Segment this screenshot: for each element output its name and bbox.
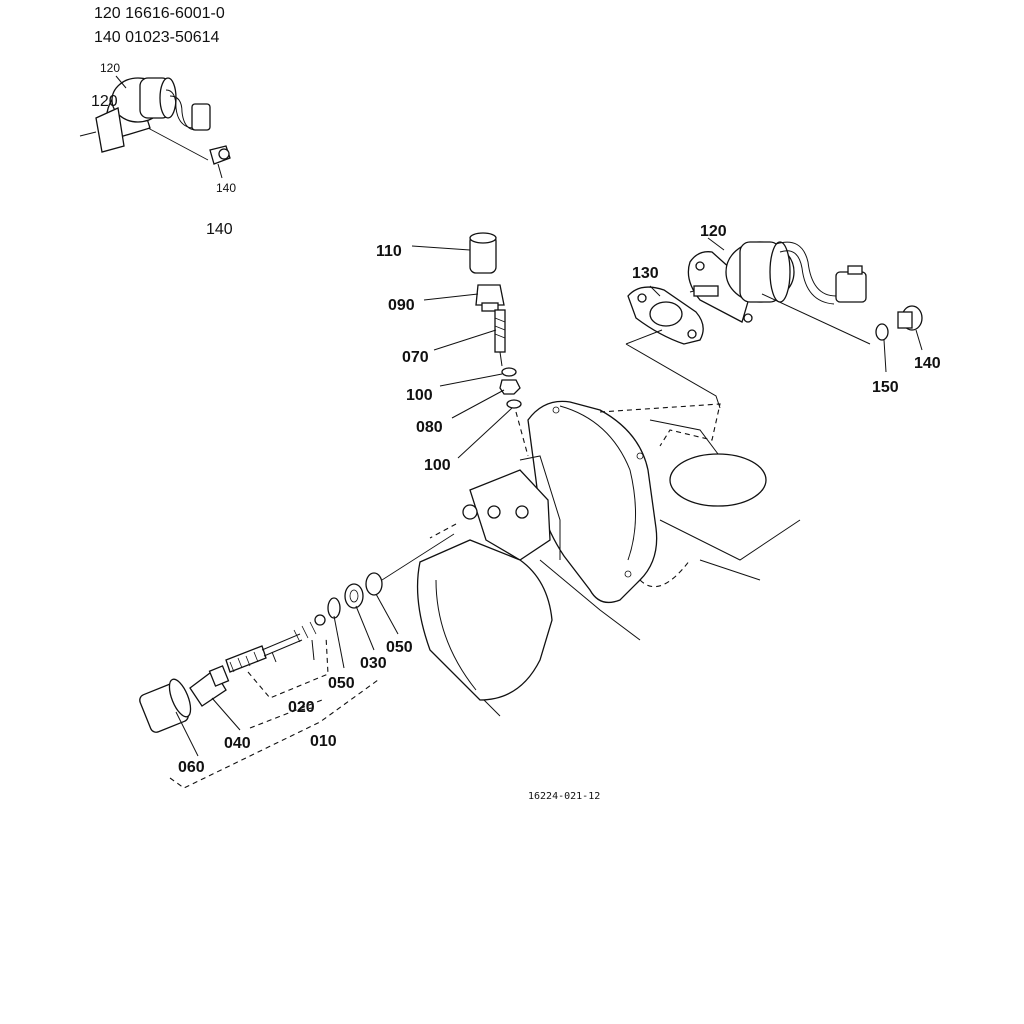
callout-080: 080 bbox=[416, 419, 443, 436]
part-050-washer-left bbox=[327, 597, 341, 619]
callout-070: 070 bbox=[402, 349, 429, 366]
callout-120: 120 bbox=[700, 223, 727, 240]
part-150-washer bbox=[875, 323, 889, 341]
callout-040: 040 bbox=[224, 735, 251, 752]
part-130-gasket bbox=[627, 286, 704, 345]
callout-100-top: 100 bbox=[406, 387, 433, 404]
engine-housing bbox=[416, 400, 801, 717]
callout-130: 130 bbox=[632, 265, 659, 282]
part-050-washer-right bbox=[365, 572, 383, 596]
part-100-washer-top bbox=[501, 367, 517, 377]
part-140-bolt bbox=[897, 305, 923, 331]
callout-020: 020 bbox=[288, 699, 315, 716]
callout-100-bottom: 100 bbox=[424, 457, 451, 474]
part-060-cap bbox=[139, 678, 192, 733]
part-090-fitting bbox=[475, 284, 505, 312]
drawing-code: 16224-021-12 bbox=[528, 791, 600, 802]
callout-140: 140 bbox=[914, 355, 941, 372]
callout-010: 010 bbox=[310, 733, 337, 750]
part-070-plunger bbox=[494, 309, 506, 367]
part-040-nut bbox=[189, 665, 230, 707]
callout-050-left: 050 bbox=[328, 675, 355, 692]
part-100-washer-bottom bbox=[506, 399, 522, 409]
inset-solenoid bbox=[79, 75, 231, 179]
callout-150: 150 bbox=[872, 379, 899, 396]
part-110-cap bbox=[469, 232, 497, 274]
part-030-nut bbox=[344, 583, 364, 609]
inset-label-140: 140 bbox=[206, 221, 233, 238]
inset-callout-120a: 120 bbox=[100, 61, 120, 75]
header-part-120: 120 16616-6001-0 bbox=[94, 5, 225, 22]
part-120-solenoid bbox=[687, 241, 867, 323]
inset-callout-120b: 120 bbox=[91, 93, 118, 110]
header-part-140: 140 01023-50614 bbox=[94, 29, 220, 46]
callout-030: 030 bbox=[360, 655, 387, 672]
part-020-plunger-spring bbox=[225, 614, 326, 673]
callout-110: 110 bbox=[376, 243, 402, 260]
callout-060: 060 bbox=[178, 759, 205, 776]
callout-050-right: 050 bbox=[386, 639, 413, 656]
inset-callout-140: 140 bbox=[216, 181, 236, 195]
part-080-nut bbox=[499, 379, 521, 395]
callout-090: 090 bbox=[388, 297, 415, 314]
